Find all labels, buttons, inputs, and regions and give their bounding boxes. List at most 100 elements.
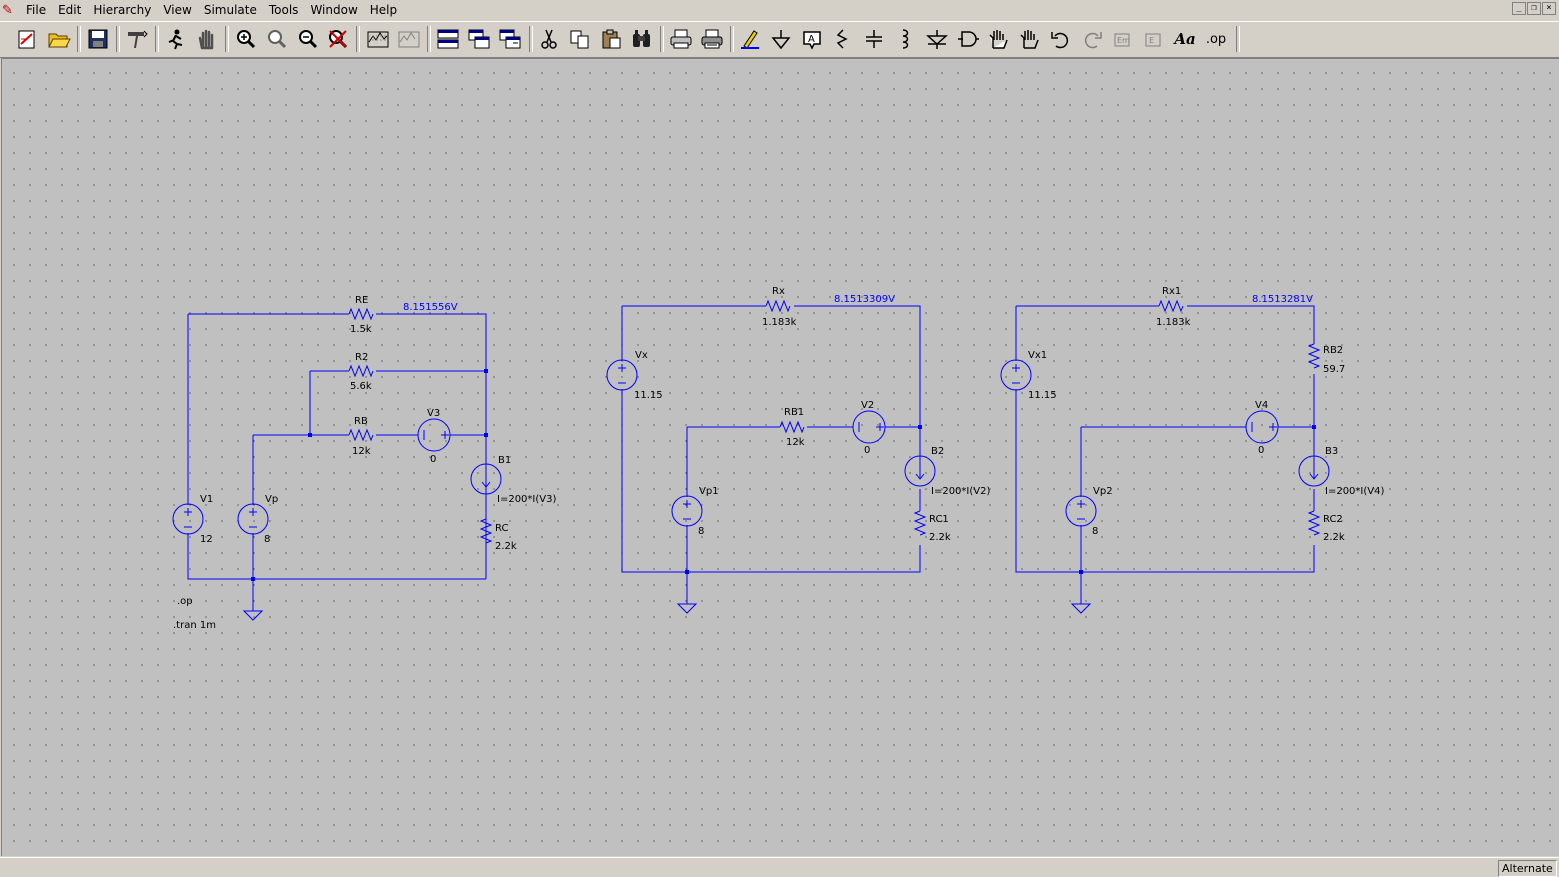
voltage-source-v2[interactable] <box>852 410 886 444</box>
voltage-source-vp2[interactable] <box>1065 495 1097 527</box>
v3-name: V3 <box>427 408 440 419</box>
zoom-fit-icon[interactable] <box>324 26 352 52</box>
menu-tools[interactable]: Tools <box>268 3 299 17</box>
rotate-icon[interactable]: Em <box>1109 26 1137 52</box>
op-directive[interactable]: .op <box>177 596 193 607</box>
autorange-icon[interactable] <box>364 26 392 52</box>
node-voltage-label: 8.1513309V <box>834 294 895 305</box>
resistor-rx[interactable] <box>765 299 791 313</box>
run-icon[interactable] <box>161 26 189 52</box>
menu-edit[interactable]: Edit <box>58 3 82 17</box>
wire <box>686 426 920 604</box>
halt-icon[interactable] <box>193 26 221 52</box>
voltage-source-v1[interactable] <box>172 503 204 535</box>
move-icon[interactable] <box>985 26 1013 52</box>
spice-directive-icon[interactable]: .op <box>1202 26 1230 52</box>
window-controls: _ ❐ × <box>1512 2 1556 15</box>
draw-wire-icon[interactable] <box>736 26 764 52</box>
resistor-rb1[interactable] <box>779 420 805 434</box>
label-net-icon[interactable]: A <box>798 26 826 52</box>
drag-icon[interactable] <box>1016 26 1044 52</box>
rc2-name: RC2 <box>1323 514 1343 525</box>
resistor-icon[interactable] <box>829 26 857 52</box>
rx-name: Rx <box>772 286 785 297</box>
cascade-icon[interactable] <box>465 26 493 52</box>
circuit-2 <box>606 299 936 614</box>
node-voltage-label: 8.1513281V <box>1252 294 1313 305</box>
diode-icon[interactable] <box>923 26 951 52</box>
current-source-b3[interactable] <box>1298 455 1330 487</box>
text-tool-label: Aa <box>1174 30 1196 48</box>
minimize-button[interactable]: _ <box>1512 2 1526 15</box>
cut-icon[interactable] <box>535 26 563 52</box>
rb-value: 12k <box>352 446 371 457</box>
menu-bar: ✎ File Edit Hierarchy View Simulate Tool… <box>0 0 1559 21</box>
tran-directive[interactable]: .tran 1m <box>173 620 216 631</box>
tile-horizontal-icon[interactable] <box>434 26 462 52</box>
redo-icon[interactable] <box>1078 26 1106 52</box>
resistor-rc2[interactable] <box>1307 510 1321 536</box>
wire <box>187 313 487 580</box>
zoom-pan-icon[interactable] <box>263 26 291 52</box>
voltage-source-vx[interactable] <box>606 359 638 391</box>
resistor-rb2[interactable] <box>1307 343 1321 369</box>
zoom-in-icon[interactable] <box>232 26 260 52</box>
inductor-icon[interactable] <box>891 26 919 52</box>
text-icon[interactable]: Aa <box>1171 26 1199 52</box>
copy-icon[interactable] <box>566 26 594 52</box>
open-icon[interactable] <box>45 26 73 52</box>
rb2-name: RB2 <box>1323 345 1343 356</box>
undo-icon[interactable] <box>1047 26 1075 52</box>
resistor-re[interactable] <box>348 307 374 321</box>
b2-name: B2 <box>931 446 944 457</box>
v1-value: 12 <box>200 534 213 545</box>
r2-name: R2 <box>355 352 368 363</box>
resistor-rc[interactable] <box>479 518 493 544</box>
resistor-rc1[interactable] <box>913 510 927 536</box>
menu-file[interactable]: File <box>26 3 47 17</box>
voltage-source-vp[interactable] <box>237 503 269 535</box>
zoom-out-icon[interactable] <box>294 26 322 52</box>
control-panel-icon[interactable] <box>123 26 151 52</box>
print-setup-icon[interactable] <box>667 26 695 52</box>
ground-icon[interactable] <box>767 26 795 52</box>
status-bar: Alternate <box>0 857 1559 877</box>
wire <box>1080 426 1314 604</box>
v1-name: V1 <box>200 494 213 505</box>
mirror-icon[interactable]: Ε <box>1140 26 1168 52</box>
rx-value: 1.183k <box>762 317 797 328</box>
svg-text:A: A <box>808 34 815 45</box>
v2-value: 0 <box>864 445 870 456</box>
component-icon[interactable] <box>954 26 982 52</box>
new-schematic-icon[interactable] <box>13 26 41 52</box>
capacitor-icon[interactable] <box>860 26 888 52</box>
svg-text:Em: Em <box>1117 36 1130 45</box>
menu-view[interactable]: View <box>163 3 192 17</box>
menu-hierarchy[interactable]: Hierarchy <box>93 3 152 17</box>
ground-symbol <box>242 610 264 621</box>
paste-icon[interactable] <box>597 26 625 52</box>
current-source-b2[interactable] <box>904 455 936 487</box>
voltage-source-v3[interactable] <box>417 418 451 452</box>
save-icon[interactable] <box>84 26 112 52</box>
pick-visible-icon[interactable] <box>395 26 423 52</box>
menu-help[interactable]: Help <box>369 3 398 17</box>
resistor-rb[interactable] <box>348 428 374 442</box>
find-icon[interactable] <box>628 26 656 52</box>
print-icon[interactable] <box>698 26 726 52</box>
schematic-canvas[interactable]: RE 1.5k 8.151556V R2 5.6k RB 12k V3 0 B1… <box>1 58 1559 856</box>
voltage-source-v4[interactable] <box>1245 410 1279 444</box>
close-button[interactable]: × <box>1542 2 1556 15</box>
voltage-source-vp1[interactable] <box>671 495 703 527</box>
resistor-rx1[interactable] <box>1158 299 1184 313</box>
ground-symbol <box>676 603 698 614</box>
tile-vertical-icon[interactable] <box>496 26 524 52</box>
rb-name: RB <box>354 416 368 427</box>
menu-window[interactable]: Window <box>310 3 358 17</box>
app-icon[interactable]: ✎ <box>2 2 13 18</box>
restore-button[interactable]: ❐ <box>1527 2 1541 15</box>
resistor-r2[interactable] <box>348 364 374 378</box>
menu-simulate[interactable]: Simulate <box>203 3 257 17</box>
voltage-source-vx1[interactable] <box>1000 359 1032 391</box>
current-source-b1[interactable] <box>470 463 502 495</box>
